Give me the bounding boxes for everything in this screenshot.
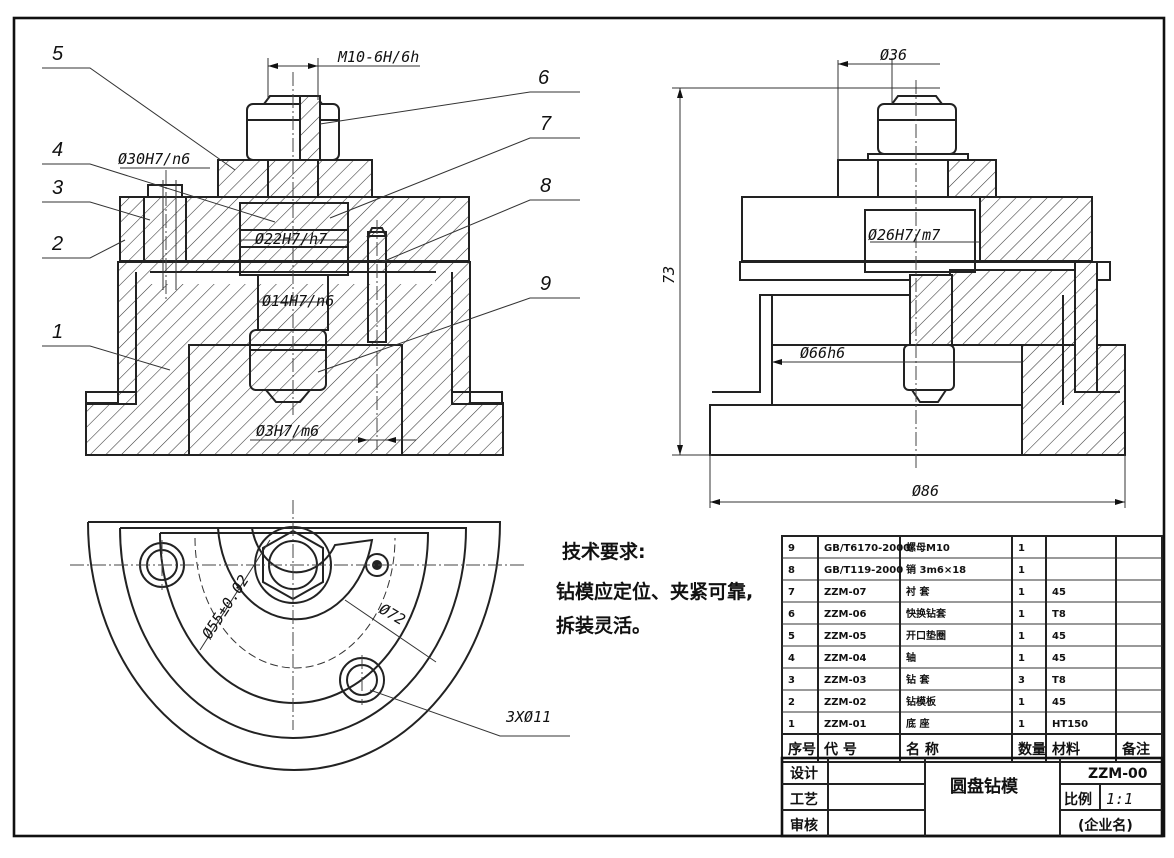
leader-4: 4: [52, 139, 63, 161]
bom-cell-mat: T8: [1052, 609, 1066, 620]
bom-cell-no: 5: [788, 631, 795, 642]
leader-9: 9: [540, 273, 551, 295]
bom-cell-name: 轴: [906, 651, 916, 664]
bom-cell-no: 4: [788, 653, 795, 664]
bom-cell-name: 钻模板: [906, 695, 937, 708]
bom-cell-qty: 3: [1018, 675, 1025, 686]
bom-cell-code: ZZM-07: [824, 587, 867, 598]
bom-cell-name: 衬 套: [906, 585, 930, 598]
bom-cell-qty: 1: [1018, 697, 1025, 708]
dim-d22: Ø22H7/h7: [255, 230, 327, 248]
bom-cell-no: 2: [788, 697, 795, 708]
drawing-border: [12, 16, 1166, 838]
bom-header-no: 序号: [788, 741, 816, 758]
bom-cell-qty: 1: [1018, 587, 1025, 598]
leader-8: 8: [540, 175, 551, 197]
title-block: 设计 工艺 审核 圆盘钻模 ZZM-00 比例 1:1 (企业名): [780, 756, 1164, 838]
bom-cell-qty: 1: [1018, 631, 1025, 642]
bom-cell-mat: 45: [1052, 697, 1066, 708]
bom-cell-code: ZZM-04: [824, 653, 867, 664]
leader-5: 5: [52, 43, 64, 65]
leader-6: 6: [538, 67, 550, 89]
leader-7: 7: [540, 113, 552, 135]
bom-cell-qty: 1: [1018, 653, 1025, 664]
tb-drawing-no: ZZM-00: [1088, 766, 1148, 782]
bom-cell-code: ZZM-03: [824, 675, 867, 686]
tb-company: (企业名): [1078, 817, 1133, 834]
tb-process: 工艺: [790, 791, 818, 808]
dim-d36: Ø36: [880, 46, 907, 64]
top-view: Ø55±0.02 Ø72 3XØ11: [70, 500, 570, 771]
bom-header-note: 备注: [1121, 741, 1150, 758]
bom-header-qty: 数量: [1018, 741, 1046, 758]
dim-d30: Ø30H7/n6: [118, 150, 190, 168]
bom-cell-mat: 45: [1052, 653, 1066, 664]
bom-cell-no: 6: [788, 609, 795, 620]
bom-cell-mat: T8: [1052, 675, 1066, 686]
bom-cell-no: 9: [788, 543, 795, 554]
dim-d66: Ø66h6: [800, 344, 845, 362]
bom-frame: [781, 535, 1163, 763]
dim-d26: Ø26H7/m7: [868, 226, 940, 244]
bom-cell-no: 8: [788, 565, 795, 576]
tech-title: 技术要求:: [562, 540, 646, 563]
tb-review: 审核: [790, 817, 818, 834]
dim-h73: 73: [660, 266, 678, 284]
bom-cell-name: 底 座: [906, 717, 929, 730]
leader-3: 3: [52, 177, 63, 199]
bom-cell-code: ZZM-06: [824, 609, 867, 620]
bom-cell-code: GB/T6170-2000: [824, 543, 910, 554]
bom-cell-name: 钻 套: [906, 673, 930, 686]
bom-cell-code: ZZM-01: [824, 719, 867, 730]
leader-2: 2: [51, 233, 63, 255]
tb-scale: 1:1: [1106, 790, 1133, 808]
bom-cell-mat: 45: [1052, 631, 1066, 642]
tb-title: 圆盘钻模: [950, 776, 1019, 797]
bom-header-code: 代 号: [823, 741, 857, 758]
tb-design: 设计: [790, 765, 818, 782]
bom-cell-qty: 1: [1018, 719, 1025, 730]
bom-cell-name: 螺母M10: [906, 541, 950, 554]
leader-1: 1: [52, 321, 63, 343]
bom-cell-no: 3: [788, 675, 795, 686]
bom-cell-mat: 45: [1052, 587, 1066, 598]
dim-d3: Ø3H7/m6: [256, 422, 319, 440]
bom-cell-no: 7: [788, 587, 795, 598]
bom-cell-name: 开口垫圈: [906, 629, 946, 642]
bom-cell-code: ZZM-05: [824, 631, 867, 642]
dim-thread: M10-6H/6h: [337, 48, 419, 66]
tech-line-2: 拆装灵活。: [556, 614, 651, 637]
tech-line-1: 钻模应定位、夹紧可靠,: [556, 580, 753, 603]
bom-cell-qty: 1: [1018, 609, 1025, 620]
tech-requirements: 技术要求: 钻模应定位、夹紧可靠, 拆装灵活。: [556, 540, 753, 637]
bom-cell-mat: HT150: [1052, 719, 1088, 730]
bom-header-name: 名 称: [906, 741, 939, 758]
dim-d86: Ø86: [912, 482, 939, 500]
bom-header-mat: 材料: [1052, 741, 1080, 758]
bom-cell-name: 快换钻套: [905, 607, 947, 620]
bom-cell-code: ZZM-02: [824, 697, 867, 708]
dim-holes: 3XØ11: [505, 708, 551, 726]
bom-cell-name: 销 3m6×18: [906, 563, 966, 576]
bom-cell-no: 1: [788, 719, 795, 730]
side-view: Ø36 Ø26H7/m7 Ø66h6 73 Ø86: [660, 46, 1126, 508]
dim-d14: Ø14H7/n6: [262, 292, 334, 310]
front-view: M10-6H/6h Ø30H7/n6 Ø22H7/h7 Ø14H7/n6 Ø3H…: [42, 43, 580, 456]
bom-cell-code: GB/T119-2000: [824, 565, 903, 576]
bom-cell-qty: 1: [1018, 565, 1025, 576]
tb-scale-label: 比例: [1064, 791, 1092, 808]
bom-cell-qty: 1: [1018, 543, 1025, 554]
